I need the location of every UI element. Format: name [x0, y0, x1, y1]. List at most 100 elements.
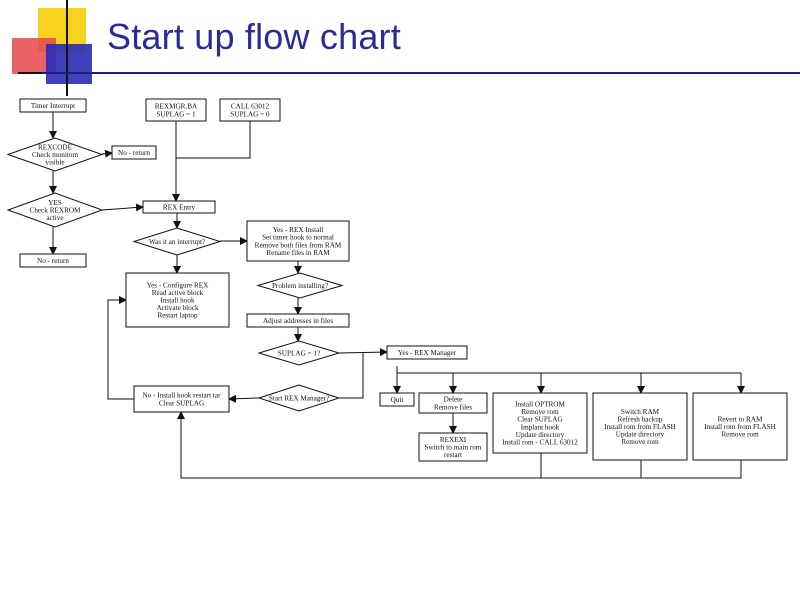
node-label-line: Remove files	[434, 403, 472, 411]
node-timer-interrupt: Timer Interrupt	[19, 98, 87, 113]
decision-diamond	[256, 272, 344, 299]
flow-connector	[396, 366, 741, 374]
node-label-line: REXMGR.BA	[155, 103, 198, 111]
decision-diamond	[6, 137, 104, 172]
process-box	[492, 392, 588, 454]
node-label-line: Clear SUPLAG	[159, 399, 204, 407]
node-label-line: active	[46, 214, 63, 222]
process-box	[246, 313, 350, 328]
node-label-line: Remove both files from RAM	[255, 241, 342, 249]
decision-diamond	[257, 340, 341, 366]
node-label-line: Refresh backup	[618, 415, 663, 423]
node-label-line: Install rom - CALL 63012	[502, 439, 578, 447]
node-label-line: Yes - Configure REX	[147, 281, 210, 289]
node-no-return-2: No - return	[19, 253, 87, 268]
node-label-line: Delete	[444, 396, 463, 404]
node-label-line: Yes - REX Install	[273, 226, 324, 234]
node-problem-installing: Problem installing?	[256, 272, 344, 299]
node-label-line: SUPLAG = 0	[230, 110, 270, 118]
node-label-line: CALL 63012	[231, 103, 270, 111]
process-box	[246, 220, 350, 262]
process-box	[379, 392, 415, 407]
process-box	[145, 98, 207, 122]
node-label-line: Yes - REX Manager	[398, 349, 457, 357]
node-label-line: Implant hook	[521, 423, 560, 431]
node-label-line: Activate block	[156, 304, 199, 312]
node-label-line: SUPLAG = 1?	[278, 350, 320, 358]
slide-title: Start up flow chart	[107, 16, 401, 57]
flow-connector	[177, 411, 742, 479]
node-label-line: Update directory	[516, 431, 565, 439]
node-rex-entry: REX Entry	[142, 200, 216, 214]
flowchart-connectors	[49, 112, 745, 479]
node-suplag-q: SUPLAG = 1?	[257, 340, 341, 366]
node-no-return-1: No - return	[111, 145, 157, 160]
node-label-line: Check monitom	[32, 151, 79, 159]
decision-diamond	[6, 192, 104, 228]
node-label-line: Remove rom	[521, 408, 559, 416]
process-box	[19, 98, 87, 113]
node-yes-rex-manager: Yes - REX Manager	[386, 345, 468, 360]
node-label-line: Install rom from FLASH	[704, 423, 776, 431]
node-label-line: Rename files in RAM	[266, 249, 330, 257]
node-label-line: Adjust addresses in files	[263, 317, 333, 325]
process-box	[418, 432, 488, 462]
decor-blue-square	[46, 44, 92, 84]
decision-diamond	[257, 384, 341, 412]
node-label-line: Remove rom	[621, 438, 659, 446]
process-box	[111, 145, 157, 160]
node-label-line: Quit	[391, 396, 404, 404]
node-label-line: Problem installing?	[272, 282, 328, 290]
process-box	[19, 253, 87, 268]
process-box	[592, 392, 688, 461]
node-label-line: Timer Interrupt	[31, 102, 75, 110]
process-box	[692, 392, 788, 461]
process-box	[219, 98, 281, 122]
node-label-line: REX Entry	[163, 204, 196, 212]
node-label-line: Install rom from FLASH	[604, 423, 676, 431]
node-label-line: Switch to main rom	[425, 444, 482, 452]
node-label-line: Was it an interrupt?	[149, 238, 205, 246]
node-label-line: Check REXROM	[30, 207, 82, 215]
node-was-it-interrupt: Was it an interrupt?	[132, 227, 222, 256]
node-label-line: restart	[444, 451, 462, 459]
node-label-line: REXCODE	[38, 143, 73, 151]
node-label-line: Install hook	[160, 297, 195, 305]
node-label-line: Restart laptop	[157, 312, 198, 320]
node-label-line: Update directory	[616, 431, 665, 439]
process-box	[386, 345, 468, 360]
flow-connector	[107, 296, 134, 400]
decor-vertical-line	[66, 0, 68, 96]
node-label-line: Remove rom	[721, 431, 759, 439]
process-box	[133, 385, 230, 413]
flow-connector	[101, 203, 144, 212]
node-label-line: Revert to RAM	[718, 415, 763, 423]
node-adjust-address: Adjust addresses in files	[246, 313, 350, 328]
flow-connector	[338, 348, 388, 357]
flow-connector	[176, 121, 251, 159]
node-label-line: Clear SUPLAG	[517, 416, 562, 424]
flow-connector	[339, 353, 364, 399]
node-quit: Quit	[379, 392, 415, 407]
flow-connector	[101, 149, 113, 158]
node-label-line: visible	[45, 159, 64, 167]
flow-connector	[228, 394, 260, 403]
decor-horizontal-line	[18, 72, 46, 74]
node-label-line: Switch RAM	[621, 408, 660, 416]
node-label-line: REXEXI	[440, 436, 467, 444]
title-underline	[42, 72, 800, 74]
